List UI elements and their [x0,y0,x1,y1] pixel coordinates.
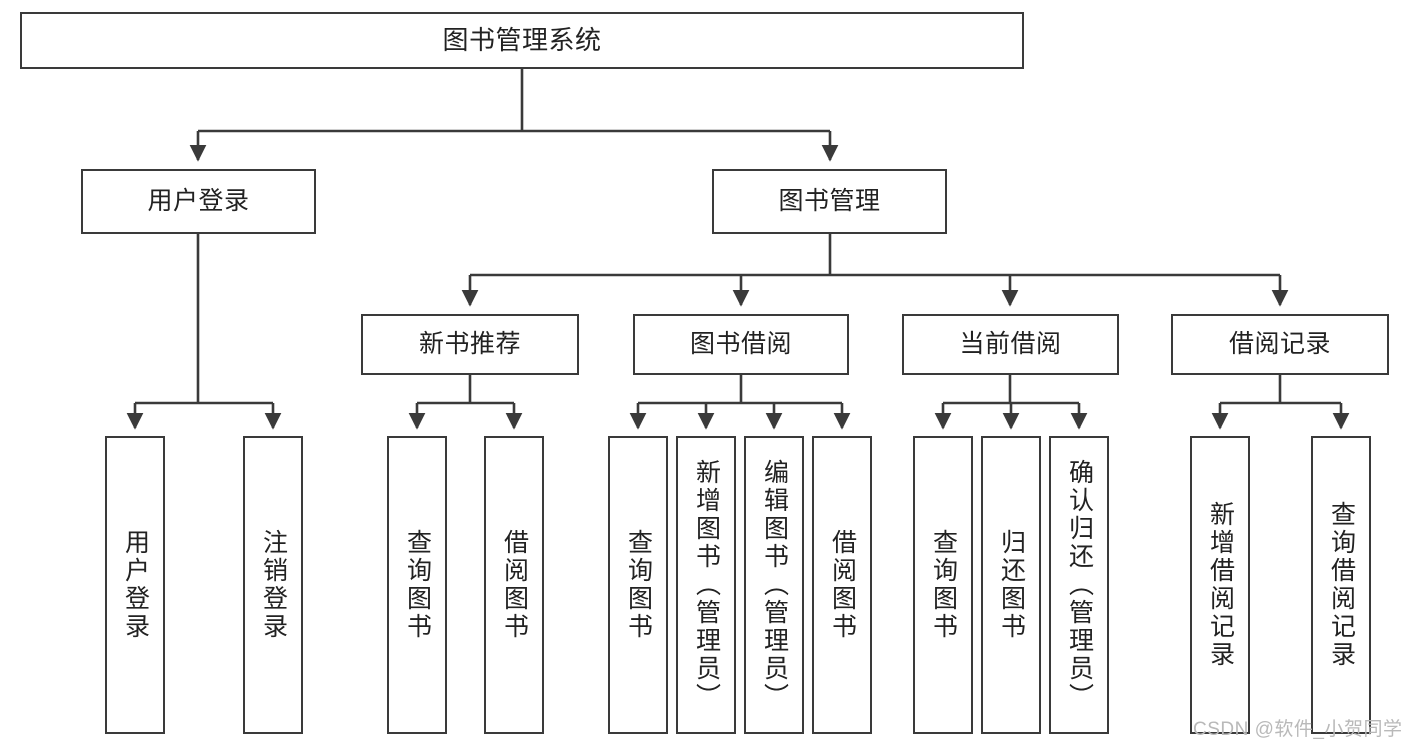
node-new-book-recommend[interactable]: 新书推荐 [361,314,579,375]
leaf-query-book-1-label: 查询图书 [403,529,432,641]
leaf-add-borrow-record-label: 新增借阅记录 [1206,501,1235,669]
leaf-add-borrow-record[interactable]: 新增借阅记录 [1190,436,1250,734]
leaf-query-borrow-record-label: 查询借阅记录 [1327,501,1356,669]
leaf-user-login-label: 用户登录 [121,529,150,641]
leaf-query-book-1[interactable]: 查询图书 [387,436,447,734]
leaf-query-book-2-label: 查询图书 [624,529,653,641]
leaf-return-book-label: 归还图书 [997,529,1026,641]
leaf-edit-book[interactable]: 编辑图书（管理员） [744,436,804,734]
node-borrow-record-label: 借阅记录 [1228,329,1331,358]
leaf-borrow-book-1[interactable]: 借阅图书 [484,436,544,734]
node-book-borrow[interactable]: 图书借阅 [633,314,849,375]
node-root[interactable]: 图书管理系统 [20,12,1024,69]
leaf-logout[interactable]: 注销登录 [243,436,303,734]
leaf-add-book-label: 新增图书（管理员） [692,459,721,711]
leaf-add-book[interactable]: 新增图书（管理员） [676,436,736,734]
leaf-user-login[interactable]: 用户登录 [105,436,165,734]
leaf-borrow-book-2[interactable]: 借阅图书 [812,436,872,734]
node-root-label: 图书管理系统 [442,25,602,56]
node-user-login-label: 用户登录 [147,186,250,215]
leaf-logout-label: 注销登录 [259,529,288,641]
node-book-manage[interactable]: 图书管理 [712,169,947,234]
leaf-query-book-3[interactable]: 查询图书 [913,436,973,734]
leaf-query-book-3-label: 查询图书 [929,529,958,641]
leaf-confirm-return-label: 确认归还（管理员） [1065,459,1094,711]
node-user-login[interactable]: 用户登录 [81,169,316,234]
leaf-return-book[interactable]: 归还图书 [981,436,1041,734]
node-borrow-record[interactable]: 借阅记录 [1171,314,1389,375]
node-new-book-recommend-label: 新书推荐 [418,329,521,358]
leaf-query-book-2[interactable]: 查询图书 [608,436,668,734]
csdn-watermark: CSDN @软件_小贺同学 [1193,719,1403,740]
node-current-borrow-label: 当前借阅 [959,329,1062,358]
leaf-edit-book-label: 编辑图书（管理员） [760,459,789,711]
node-book-borrow-label: 图书借阅 [689,329,792,358]
leaf-query-borrow-record[interactable]: 查询借阅记录 [1311,436,1371,734]
node-book-manage-label: 图书管理 [778,186,881,215]
leaf-borrow-book-1-label: 借阅图书 [500,529,529,641]
node-current-borrow[interactable]: 当前借阅 [902,314,1119,375]
leaf-confirm-return[interactable]: 确认归还（管理员） [1049,436,1109,734]
leaf-borrow-book-2-label: 借阅图书 [828,529,857,641]
